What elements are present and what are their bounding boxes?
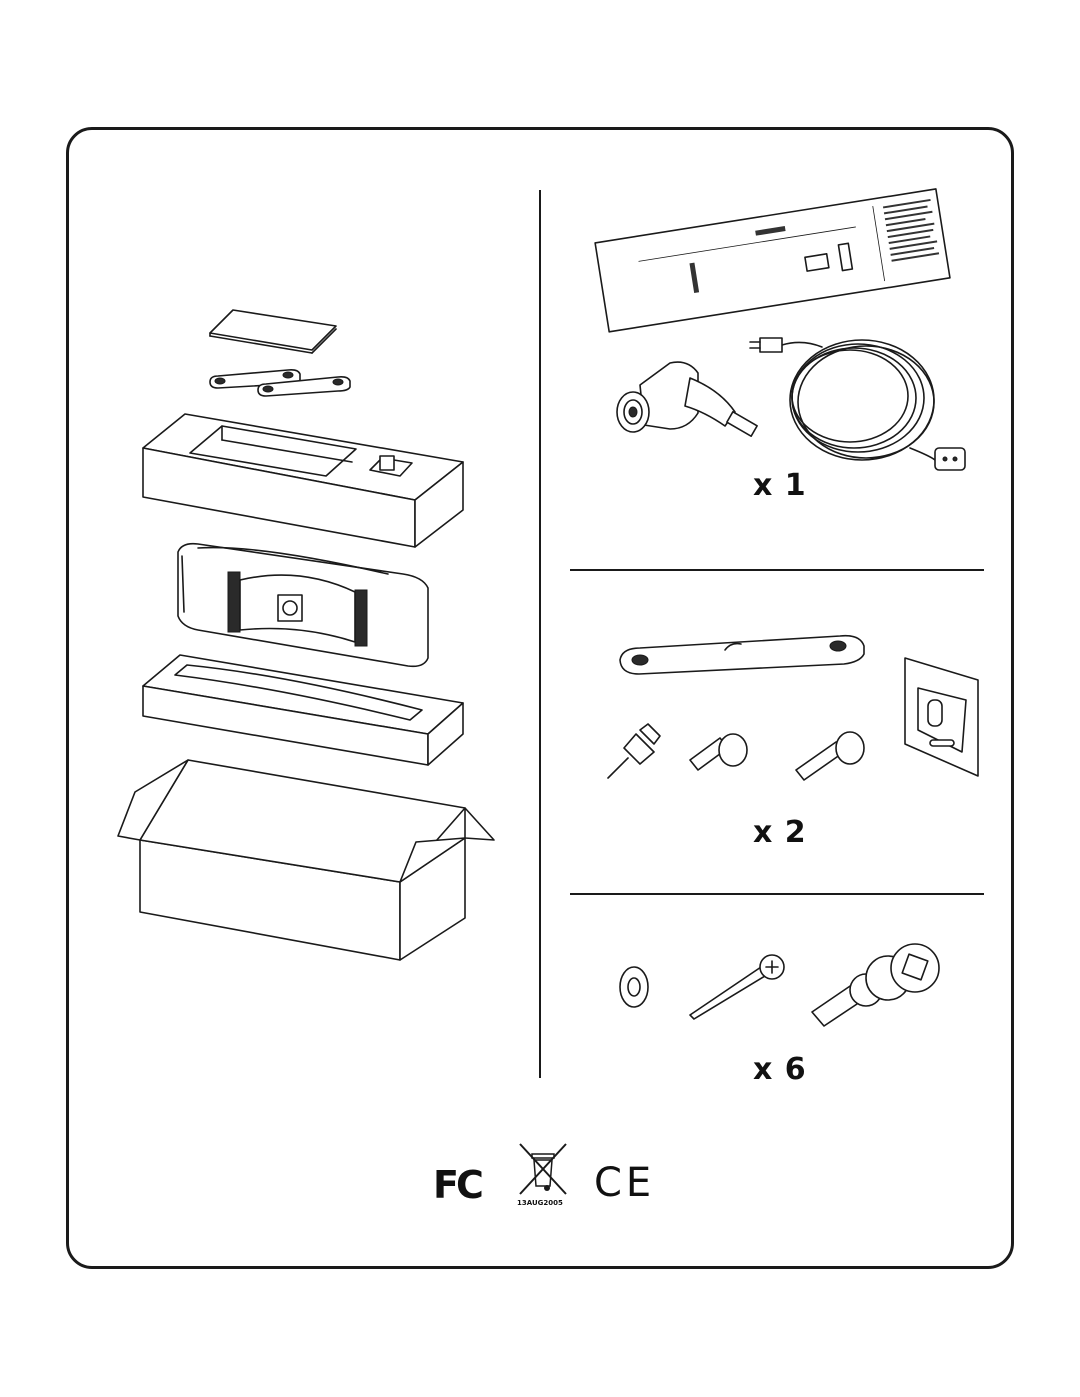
weee-bin-icon — [519, 1143, 567, 1195]
weee-date-label: 13AUG2005 — [517, 1199, 563, 1207]
shipping-box-illustration — [117, 759, 495, 961]
wall-plate-illustration — [904, 657, 979, 777]
push-pin-icon — [607, 723, 661, 779]
long-bolt-illustration — [795, 731, 865, 781]
quantity-label-1: x 1 — [753, 468, 807, 503]
speaker-unit-illustration — [177, 542, 429, 668]
wall-anchor-illustration — [811, 943, 940, 1027]
long-bracket-illustration — [619, 634, 865, 675]
ce-mark: CE — [594, 1160, 656, 1206]
bracket-pair-illustration — [209, 369, 351, 397]
top-foam-insert-illustration — [142, 413, 464, 548]
contents-frame — [66, 127, 1014, 1269]
short-bolt-illustration — [689, 733, 748, 771]
washer-illustration — [619, 966, 649, 1008]
mounting-template-sheet-illustration — [594, 188, 951, 333]
coiled-cable-illustration — [749, 337, 966, 471]
quantity-label-3: x 6 — [753, 1052, 807, 1087]
fcc-logo: FC — [433, 1163, 484, 1207]
documentation-card-illustration — [209, 309, 337, 354]
elbow-adapter-illustration — [616, 361, 758, 437]
bottom-foam-tray-illustration — [142, 654, 464, 766]
wood-screw-illustration — [689, 954, 785, 1020]
quantity-label-2: x 2 — [753, 815, 807, 850]
